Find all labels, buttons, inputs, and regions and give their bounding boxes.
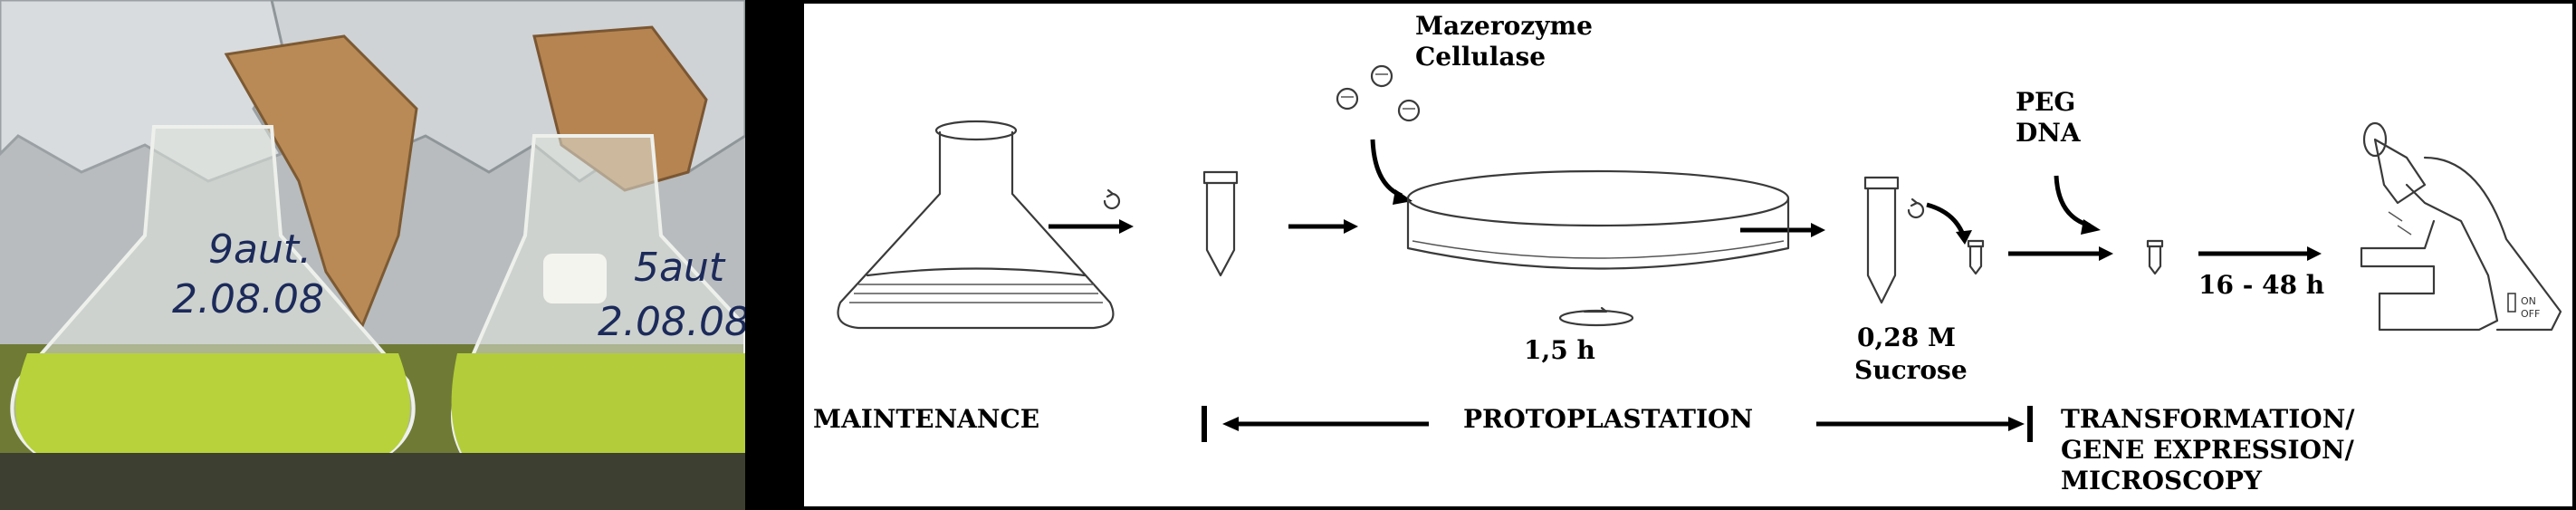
centrifuge-icon [1105, 190, 1119, 208]
power-switch-icon [2508, 293, 2515, 312]
culture-flasks-photo: 9aut. 2.08.08 5aut 2.08.08 [0, 0, 745, 510]
centrifuge-icon [1909, 199, 1923, 217]
curved-arrow [1927, 205, 1963, 235]
microtube-drawing [2148, 241, 2162, 274]
stage-protoplastation-label: PROTOPLASTATION [1463, 404, 1753, 434]
culture-left [15, 353, 410, 453]
curved-arrow [1373, 140, 1402, 196]
incubation-time-label: 1,5 h [1524, 335, 1595, 365]
centrifuge-tube-drawing [1865, 178, 1898, 303]
culture-right [452, 353, 745, 453]
dna-label: DNA [2016, 118, 2082, 148]
peg-label: PEG [2016, 87, 2075, 117]
switch-on-label: ON [2521, 295, 2536, 307]
culture-time-label: 16 - 48 h [2198, 270, 2324, 300]
stage-transformation-label: TRANSFORMATION/ [2061, 404, 2355, 434]
stage-gene-expression-label: GENE EXPRESSION/ [2061, 435, 2355, 465]
shaker-icon [1560, 308, 1633, 325]
flask-left-date: 2.08.08 [172, 276, 324, 322]
switch-off-label: OFF [2521, 308, 2540, 320]
stage-maintenance-label: MAINTENANCE [813, 404, 1039, 434]
flask-left-label: 9aut. [208, 226, 311, 273]
centrifuge-tube-drawing [1204, 172, 1237, 275]
enzyme-molecules-icon [1337, 66, 1419, 120]
petri-dish-drawing [1408, 171, 1788, 269]
bench [0, 453, 745, 510]
sucrose-label: Sucrose [1854, 355, 1968, 385]
curved-arrow [2056, 176, 2090, 226]
flask-right-date: 2.08.08 [598, 299, 745, 345]
protoplast-workflow-diagram: ON OFF Mazerozyme Cellulase 1,5 h 0,28 M… [804, 4, 2572, 506]
sucrose-concentration-label: 0,28 M [1857, 322, 1956, 352]
enzyme-mazerozyme-label: Mazerozyme [1415, 11, 1593, 41]
stage-microscopy-label: MICROSCOPY [2061, 466, 2263, 496]
label-sticker [543, 254, 607, 303]
microtube-drawing [1968, 241, 1983, 274]
enzyme-cellulase-label: Cellulase [1415, 42, 1546, 72]
flask-right-label: 5aut [634, 245, 726, 291]
microscope-drawing: ON OFF [2361, 123, 2561, 330]
